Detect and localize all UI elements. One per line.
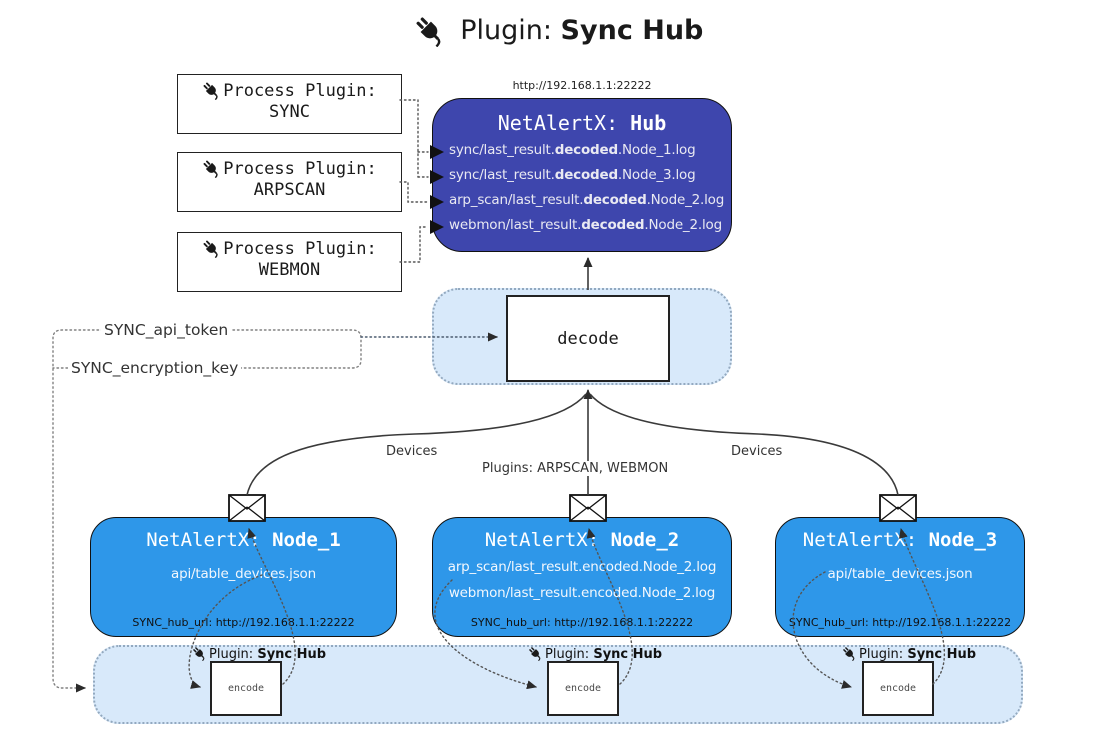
devices-label-left: Devices (382, 444, 442, 459)
band-plugin-label: Plugin: Sync Hub (192, 646, 326, 662)
hub-log-line: arp_scan/last_result.decoded.Node_2.log (449, 192, 725, 208)
plug-icon (202, 239, 221, 258)
encode-box: encode (547, 661, 619, 716)
page-title: Plugin: Sync Hub (0, 14, 1117, 47)
node-file: api/table_devices.json (827, 566, 973, 582)
plug-icon (202, 81, 221, 100)
plugins-label: Plugins: ARPSCAN, WEBMON (478, 461, 673, 476)
process-plugin-webmon: Process Plugin: WEBMON (177, 232, 402, 292)
encode-box: encode (210, 661, 282, 716)
hub-title: NetAlertX: Hub (433, 111, 731, 135)
envelope-icon (228, 494, 266, 522)
plug-icon (842, 646, 857, 661)
hub-log-line: sync/last_result.decoded.Node_1.log (449, 142, 696, 158)
process-plugin-sync: Process Plugin: SYNC (177, 74, 402, 134)
envelope-icon (569, 494, 607, 522)
process-plugin-label: Process Plugin: (223, 239, 377, 259)
node-hub-url: SYNC_hub_url: http://192.168.1.1:22222 (470, 616, 694, 629)
title-label: Plugin: (460, 15, 552, 46)
node-hub-url: SYNC_hub_url: http://192.168.1.1:22222 (132, 616, 355, 629)
encode-box: encode (862, 661, 934, 716)
node-3-box: NetAlertX: Node_3 api/table_devices.json… (775, 517, 1025, 637)
node-2-box: NetAlertX: Node_2 arp_scan/last_result.e… (432, 517, 732, 637)
node-1-box: NetAlertX: Node_1 api/table_devices.json… (90, 517, 397, 637)
node-file: webmon/last_result.encoded.Node_2.log (448, 585, 716, 601)
sync-encryption-key-label: SYNC_encryption_key (68, 359, 242, 377)
hub-url: http://192.168.1.1:22222 (512, 79, 652, 92)
envelope-icon (879, 494, 917, 522)
band-plugin-label: Plugin: Sync Hub (528, 646, 662, 662)
node-title: NetAlertX: Node_1 (146, 529, 341, 551)
hub-box: NetAlertX: Hub sync/last_result.decoded.… (432, 98, 732, 252)
decode-box: decode (506, 295, 670, 382)
hub-name: Hub (630, 111, 667, 135)
node-title: NetAlertX: Node_3 (802, 529, 998, 551)
plug-icon (202, 159, 221, 178)
title-name: Sync Hub (560, 15, 704, 46)
devices-label-right: Devices (727, 444, 787, 459)
node-hub-url: SYNC_hub_url: http://192.168.1.1:22222 (788, 616, 1012, 629)
hub-log-line: sync/last_result.decoded.Node_3.log (449, 167, 696, 183)
node-file: arp_scan/last_result.encoded.Node_2.log (447, 559, 717, 575)
process-plugin-name: SYNC (269, 102, 310, 122)
process-plugin-name: WEBMON (258, 260, 321, 280)
node-file: api/table_devices.json (171, 566, 316, 582)
band-plugin-label: Plugin: Sync Hub (842, 646, 976, 662)
sync-api-token-label: SYNC_api_token (101, 321, 232, 339)
process-plugin-name: ARPSCAN (253, 180, 326, 200)
process-plugin-arpscan: Process Plugin: ARPSCAN (177, 152, 402, 212)
node-title: NetAlertX: Node_2 (484, 529, 680, 551)
hub-log-line: webmon/last_result.decoded.Node_2.log (449, 217, 722, 233)
hub-name-label: NetAlertX: (497, 111, 619, 135)
plug-icon (528, 646, 543, 661)
process-plugin-label: Process Plugin: (223, 159, 377, 179)
plug-icon (414, 15, 446, 47)
process-plugin-label: Process Plugin: (223, 81, 377, 101)
plug-icon (192, 646, 207, 661)
